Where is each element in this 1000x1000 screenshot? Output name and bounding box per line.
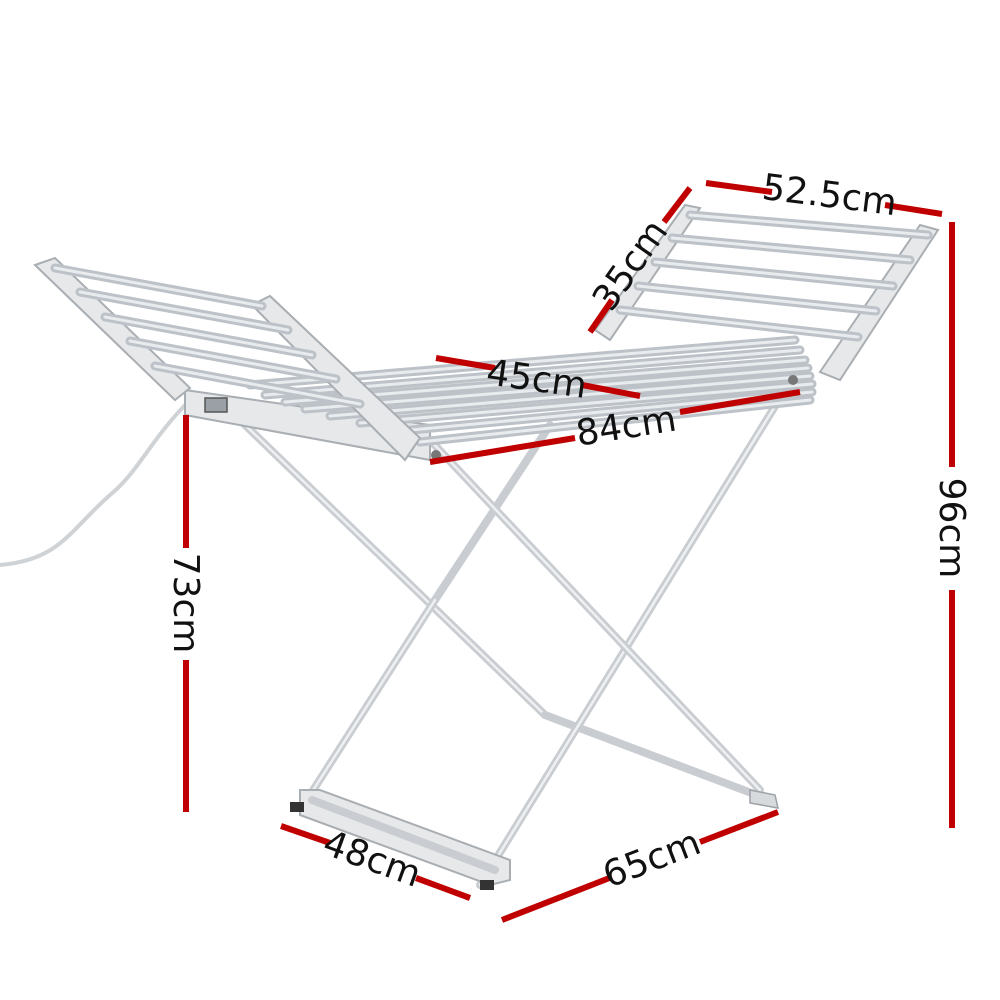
dim-wing-width-label: 52.5cm (760, 167, 899, 224)
clothes-airer-illustration (0, 203, 940, 890)
left-wing (33, 256, 422, 462)
hinge-right (788, 375, 798, 385)
hinge-left (431, 450, 441, 460)
base-bar (290, 789, 779, 890)
dim-base-length: 65cm (500, 809, 780, 923)
foot-cap-right (480, 880, 494, 890)
dim-rail-height: 73cm (165, 415, 206, 812)
dim-total-height: 96cm (931, 222, 972, 828)
dim-base-length-label: 65cm (598, 822, 707, 896)
right-wing (593, 203, 940, 382)
power-cord (0, 398, 192, 567)
control-switch (204, 397, 228, 413)
foot-cap-back (749, 789, 779, 809)
foot-cap-left (290, 802, 304, 812)
dim-rail-height-label: 73cm (165, 553, 206, 654)
dim-total-height-label: 96cm (931, 478, 972, 579)
center-rack (184, 335, 817, 462)
x-frame-legs (236, 386, 789, 889)
